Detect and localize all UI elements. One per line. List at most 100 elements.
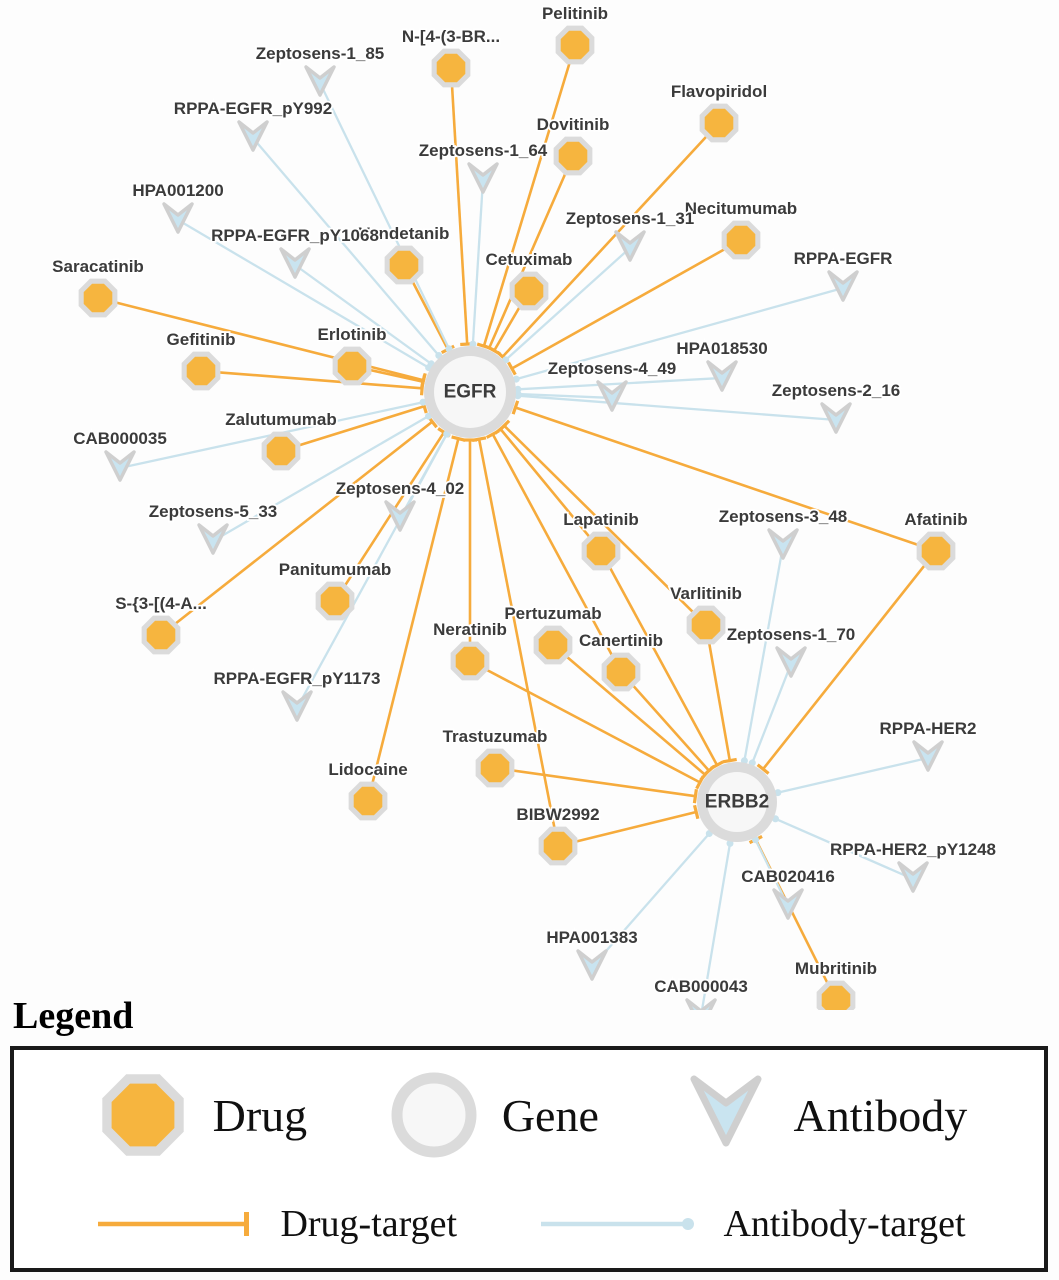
edge-neratinib-erbb2 (479, 665, 705, 790)
antibody-node-zeptosens-1-70[interactable] (775, 646, 807, 678)
edge-n-4-3-br-egfr (450, 79, 475, 347)
edge-pelitinib-egfr (476, 56, 573, 350)
drug-label-lidocaine: Lidocaine (328, 760, 407, 779)
antibody-node-hpa018530[interactable] (706, 360, 738, 392)
legend-title: Legend (13, 995, 134, 1037)
edge-zeptosens-4-49-egfr (514, 390, 607, 399)
drug-node-varlitinib[interactable] (686, 605, 726, 645)
drug-node-saracatinib[interactable] (78, 278, 118, 318)
antibody-node-zeptosens-1-64[interactable] (467, 162, 499, 194)
legend-item-antibody: Antibody (676, 1065, 967, 1165)
drug-node-necitumumab[interactable] (721, 220, 761, 260)
edge-zalutumumab-egfr (292, 399, 428, 449)
edge-rppa-egfr-py1068-egfr (299, 267, 435, 368)
drug-node-afatinib[interactable] (916, 531, 956, 571)
drug-label-s-3-4-a: S-{3-[(4-A... (115, 594, 207, 613)
antibody-label-cab000043: CAB000043 (654, 977, 748, 996)
drug-node-mubritinib[interactable] (816, 980, 856, 1010)
antibody-node-rppa-egfr-py992[interactable] (237, 120, 269, 152)
drug-label-mubritinib: Mubritinib (795, 959, 877, 978)
drug-label-dovitinib: Dovitinib (537, 115, 610, 134)
antibody-node-rppa-her2[interactable] (912, 740, 944, 772)
antibody-node-cab020416[interactable] (772, 888, 804, 920)
drug-node-pertuzumab[interactable] (533, 625, 573, 665)
antibody-node-zeptosens-4-02[interactable] (384, 500, 416, 532)
drug-label-lapatinib: Lapatinib (563, 510, 639, 529)
edge-canertinib-egfr (485, 429, 617, 663)
antibody-label-cab000035: CAB000035 (73, 429, 167, 448)
drug-icon (101, 1074, 184, 1157)
edge-cab020416-erbb2 (752, 836, 787, 902)
antibody-node-zeptosens-1-31[interactable] (614, 230, 646, 262)
legend-edge-types-row: Drug-target Antibody-target (14, 1181, 1044, 1268)
drug-label-necitumumab: Necitumumab (685, 199, 797, 218)
legend-node-types-row: Drug Gene Antibody (14, 1050, 1044, 1181)
drug-node-pelitinib[interactable] (555, 25, 595, 65)
edge-zeptosens-5-33-egfr (217, 412, 432, 539)
legend-item-drug-target: Drug-target (92, 1202, 457, 1246)
antibody-node-rppa-egfr-py1068[interactable] (279, 247, 311, 279)
drug-node-erlotinib[interactable] (332, 346, 372, 386)
drug-node-cetuximab[interactable] (509, 271, 549, 311)
edge-rppa-egfr-egfr (512, 288, 838, 383)
antibody-node-rppa-egfr[interactable] (827, 270, 859, 302)
drug-node-neratinib[interactable] (450, 641, 490, 681)
edge-hpa018530-egfr (514, 377, 717, 393)
drug-node-trastuzumab[interactable] (475, 748, 515, 788)
drug-node-zalutumumab[interactable] (261, 431, 301, 471)
edge-afatinib-erbb2 (756, 559, 930, 775)
edge-gefitinib-egfr (212, 370, 425, 396)
drug-node-canertinib[interactable] (601, 652, 641, 692)
antibody-label-zeptosens-1-70: Zeptosens-1_70 (727, 625, 856, 644)
drug-label-bibw2992: BIBW2992 (516, 805, 599, 824)
gene-node-egfr[interactable] (424, 346, 516, 438)
drug-label-cetuximab: Cetuximab (486, 250, 573, 269)
antibody-node-zeptosens-3-48[interactable] (767, 528, 799, 560)
antibody-node-zeptosens-2-16[interactable] (820, 402, 852, 434)
drug-node-lapatinib[interactable] (581, 531, 621, 571)
drug-label-n-4-3-br: N-[4-(3-BR... (402, 27, 500, 46)
edge-hpa001200-egfr (182, 222, 433, 372)
drug-node-vandetanib[interactable] (384, 245, 424, 285)
antibody-node-zeptosens-4-49[interactable] (596, 380, 628, 412)
drug-label-afatinib: Afatinib (904, 510, 967, 529)
antibody-node-cab000035[interactable] (104, 450, 136, 482)
antibody-node-hpa001383[interactable] (576, 949, 608, 981)
gene-node-erbb2[interactable] (697, 762, 777, 842)
legend-box: Drug Gene Antibody Drug-target (10, 1046, 1048, 1272)
drug-node-bibw2992[interactable] (538, 826, 578, 866)
drug-node-gefitinib[interactable] (181, 351, 221, 391)
edge-pertuzumab-erbb2 (561, 651, 711, 782)
antibody-label-rppa-her2-py1248: RPPA-HER2_pY1248 (830, 840, 996, 859)
drug-node-s-3-4-a[interactable] (141, 615, 181, 655)
edge-flavopiridol-egfr (496, 130, 712, 363)
drug-label-gefitinib: Gefitinib (167, 330, 236, 349)
edge-erlotinib-egfr (363, 367, 427, 389)
antibody-node-zeptosens-5-33[interactable] (197, 523, 229, 555)
antibody-label-rppa-her2: RPPA-HER2 (880, 719, 977, 738)
antibody-node-cab000043[interactable] (685, 998, 717, 1010)
antibody-node-zeptosens-1-85[interactable] (304, 65, 336, 97)
edge-zeptosens-1-64-egfr (469, 185, 484, 348)
nodes-layer (78, 25, 956, 1010)
antibody-label-zeptosens-1-31: Zeptosens-1_31 (566, 209, 695, 228)
drug-node-flavopiridol[interactable] (699, 103, 739, 143)
gene-label-egfr: EGFR (444, 382, 497, 403)
antibody-node-rppa-egfr-py1173[interactable] (281, 690, 313, 722)
antibody-label-rppa-egfr: RPPA-EGFR (794, 249, 893, 268)
antibody-icon (690, 1075, 762, 1147)
edge-rppa-egfr-py992-egfr (256, 141, 443, 359)
drug-node-lidocaine[interactable] (348, 781, 388, 821)
drug-label-saracatinib: Saracatinib (52, 257, 144, 276)
drug-node-dovitinib[interactable] (553, 136, 593, 176)
drug-label-pelitinib: Pelitinib (542, 4, 608, 23)
edge-zeptosens-2-16-egfr (514, 392, 831, 421)
edge-canertinib-erbb2 (628, 680, 716, 777)
legend-item-gene: Gene (384, 1065, 599, 1165)
legend-edge-label: Drug-target (280, 1203, 458, 1246)
antibody-node-hpa001200[interactable] (162, 202, 194, 234)
antibody-node-rppa-her2-py1248[interactable] (897, 861, 929, 893)
drug-node-panitumumab[interactable] (315, 581, 355, 621)
antibody-label-zeptosens-4-49: Zeptosens-4_49 (548, 359, 677, 378)
drug-node-n-4-3-br[interactable] (431, 48, 471, 88)
